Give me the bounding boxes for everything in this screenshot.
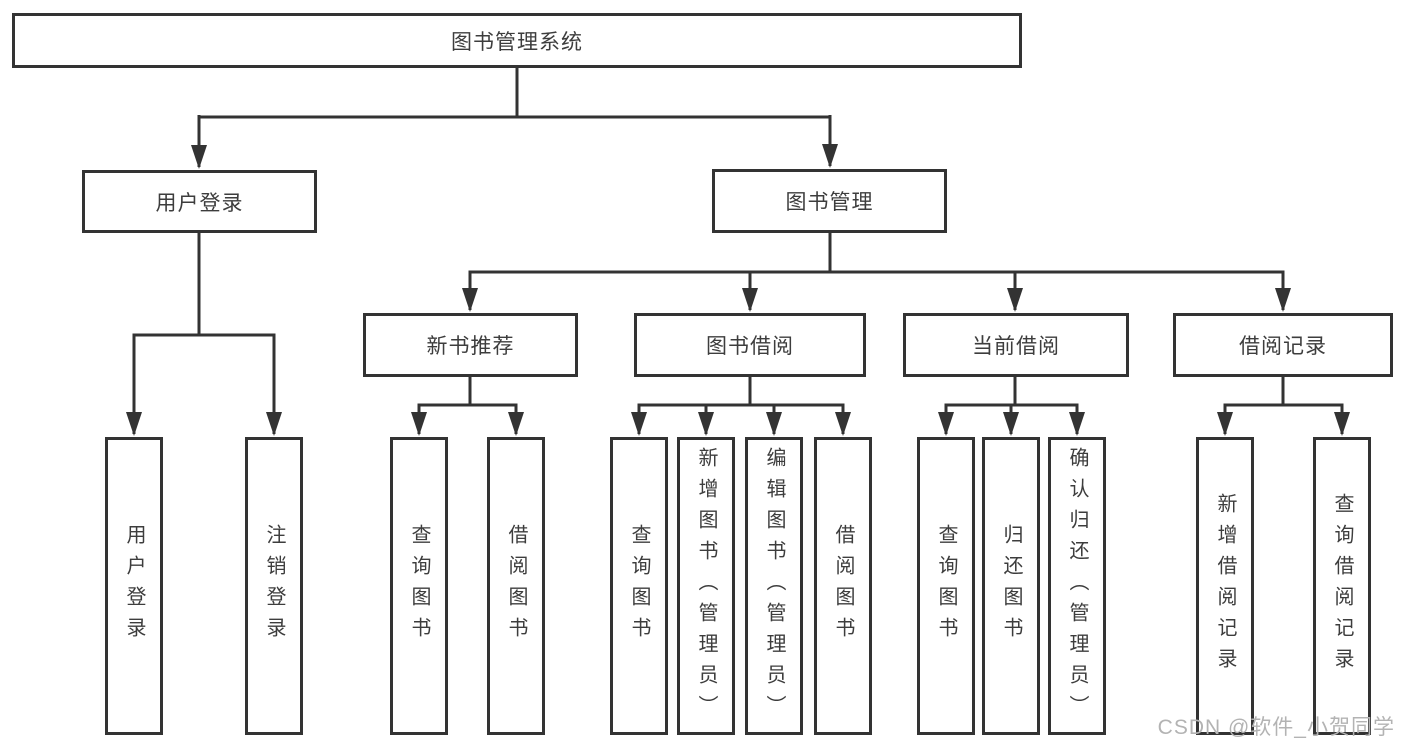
connector-user-login-branch [132,233,276,337]
leaf-records-query: 查询借阅记录 [1313,437,1371,735]
connector-new-book-branch [417,377,518,407]
connector-borrow-records-branch [1223,377,1344,407]
leaf-logout: 注销登录 [245,437,303,735]
leaf-borrow-query: 查询图书 [610,437,668,735]
leaf-current-confirm-admin-label: 确认归还（管理员） [1066,446,1088,726]
node-book-borrow-label: 图书借阅 [706,335,794,358]
connector-current-borrow-branch [944,377,1079,407]
leaf-borrow-edit-admin-label: 编辑图书（管理员） [763,446,785,726]
node-root: 图书管理系统 [12,13,1022,68]
node-root-label: 图书管理系统 [451,30,583,54]
node-new-book-recommend: 新书推荐 [363,313,578,377]
leaf-current-return: 归还图书 [982,437,1040,735]
leaf-logout-label: 注销登录 [263,524,285,648]
node-current-borrow: 当前借阅 [903,313,1129,377]
leaf-newbook-borrow-label: 借阅图书 [505,524,527,648]
node-current-borrow-label: 当前借阅 [972,335,1060,358]
csdn-watermark: CSDN @软件_小贺同学 [1157,716,1395,739]
leaf-current-query: 查询图书 [917,437,975,735]
node-borrow-records: 借阅记录 [1173,313,1393,377]
node-book-borrow: 图书借阅 [634,313,866,377]
connector-book-borrow-branch [637,377,845,407]
leaf-borrow-edit-admin: 编辑图书（管理员） [745,437,803,735]
node-borrow-records-label: 借阅记录 [1239,335,1327,358]
leaf-newbook-borrow: 借阅图书 [487,437,545,735]
leaf-records-query-label: 查询借阅记录 [1331,493,1353,679]
leaf-user-login: 用户登录 [105,437,163,735]
leaf-records-add-label: 新增借阅记录 [1214,493,1236,679]
leaf-newbook-query-label: 查询图书 [408,524,430,648]
node-user-login: 用户登录 [82,170,317,233]
leaf-current-confirm-admin: 确认归还（管理员） [1048,437,1106,735]
leaf-current-query-label: 查询图书 [935,524,957,648]
node-new-book-recommend-label: 新书推荐 [426,335,515,358]
node-book-management-label: 图书管理 [785,191,874,214]
connector-root-branch [197,68,832,119]
leaf-borrow-borrow: 借阅图书 [814,437,872,735]
leaf-records-add: 新增借阅记录 [1196,437,1254,735]
leaf-borrow-add-admin: 新增图书（管理员） [677,437,735,735]
connector-book-management-branch [468,233,1285,274]
leaf-newbook-query: 查询图书 [390,437,448,735]
node-book-management: 图书管理 [712,169,947,233]
node-user-login-label: 用户登录 [155,191,244,215]
leaf-current-return-label: 归还图书 [1000,524,1022,648]
leaf-borrow-borrow-label: 借阅图书 [832,524,854,648]
leaf-borrow-query-label: 查询图书 [628,524,650,648]
leaf-user-login-label: 用户登录 [123,524,145,648]
leaf-borrow-add-admin-label: 新增图书（管理员） [695,446,717,726]
